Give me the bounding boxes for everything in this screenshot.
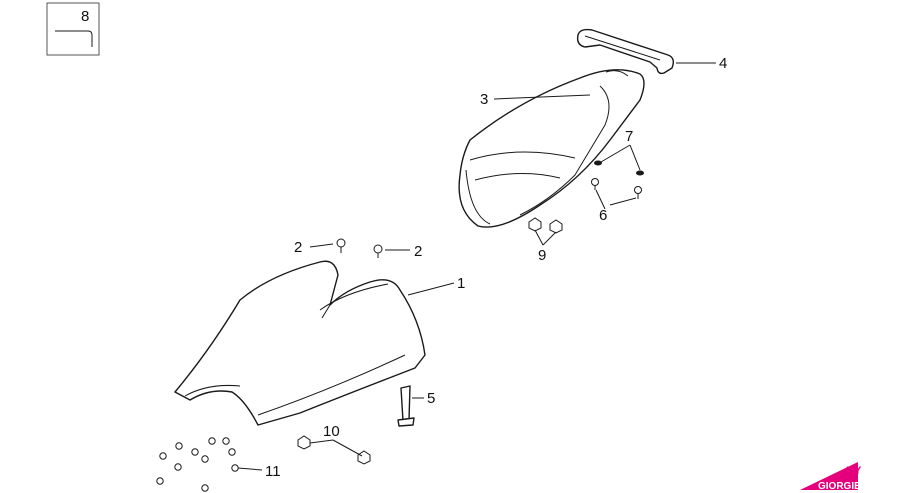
logo-text-name: GIORGIE	[818, 481, 861, 492]
callout-9: 9	[538, 247, 546, 264]
callout-5: 5	[427, 390, 435, 407]
callout-11: 11	[265, 463, 281, 480]
callout-2-right: 2	[414, 243, 422, 260]
passenger-seat-part	[458, 69, 645, 228]
screw-part-right	[373, 244, 383, 258]
callout-8: 8	[81, 8, 89, 25]
bracket-part	[397, 385, 415, 427]
callout-2-left: 2	[294, 239, 302, 256]
logo-text-by: BY	[846, 465, 862, 477]
callout-7: 7	[625, 128, 633, 145]
callout-1: 1	[457, 275, 465, 292]
allen-key-inset: 8	[46, 2, 100, 56]
grab-handle-part	[576, 28, 675, 75]
screw-part-left	[336, 238, 346, 253]
leader-lines	[237, 62, 716, 471]
callout-3: 3	[480, 91, 488, 108]
callout-6: 6	[599, 207, 607, 224]
callout-4: 4	[719, 55, 727, 72]
brand-logo: BY GIORGIE	[800, 462, 862, 492]
bolt-parts	[591, 178, 642, 199]
fastener-parts-11	[156, 437, 239, 492]
rider-seat-part	[174, 260, 426, 426]
washer-parts	[594, 160, 644, 176]
nut-parts-9	[528, 217, 563, 234]
callout-10: 10	[323, 423, 340, 440]
nut-parts-10	[297, 435, 371, 465]
